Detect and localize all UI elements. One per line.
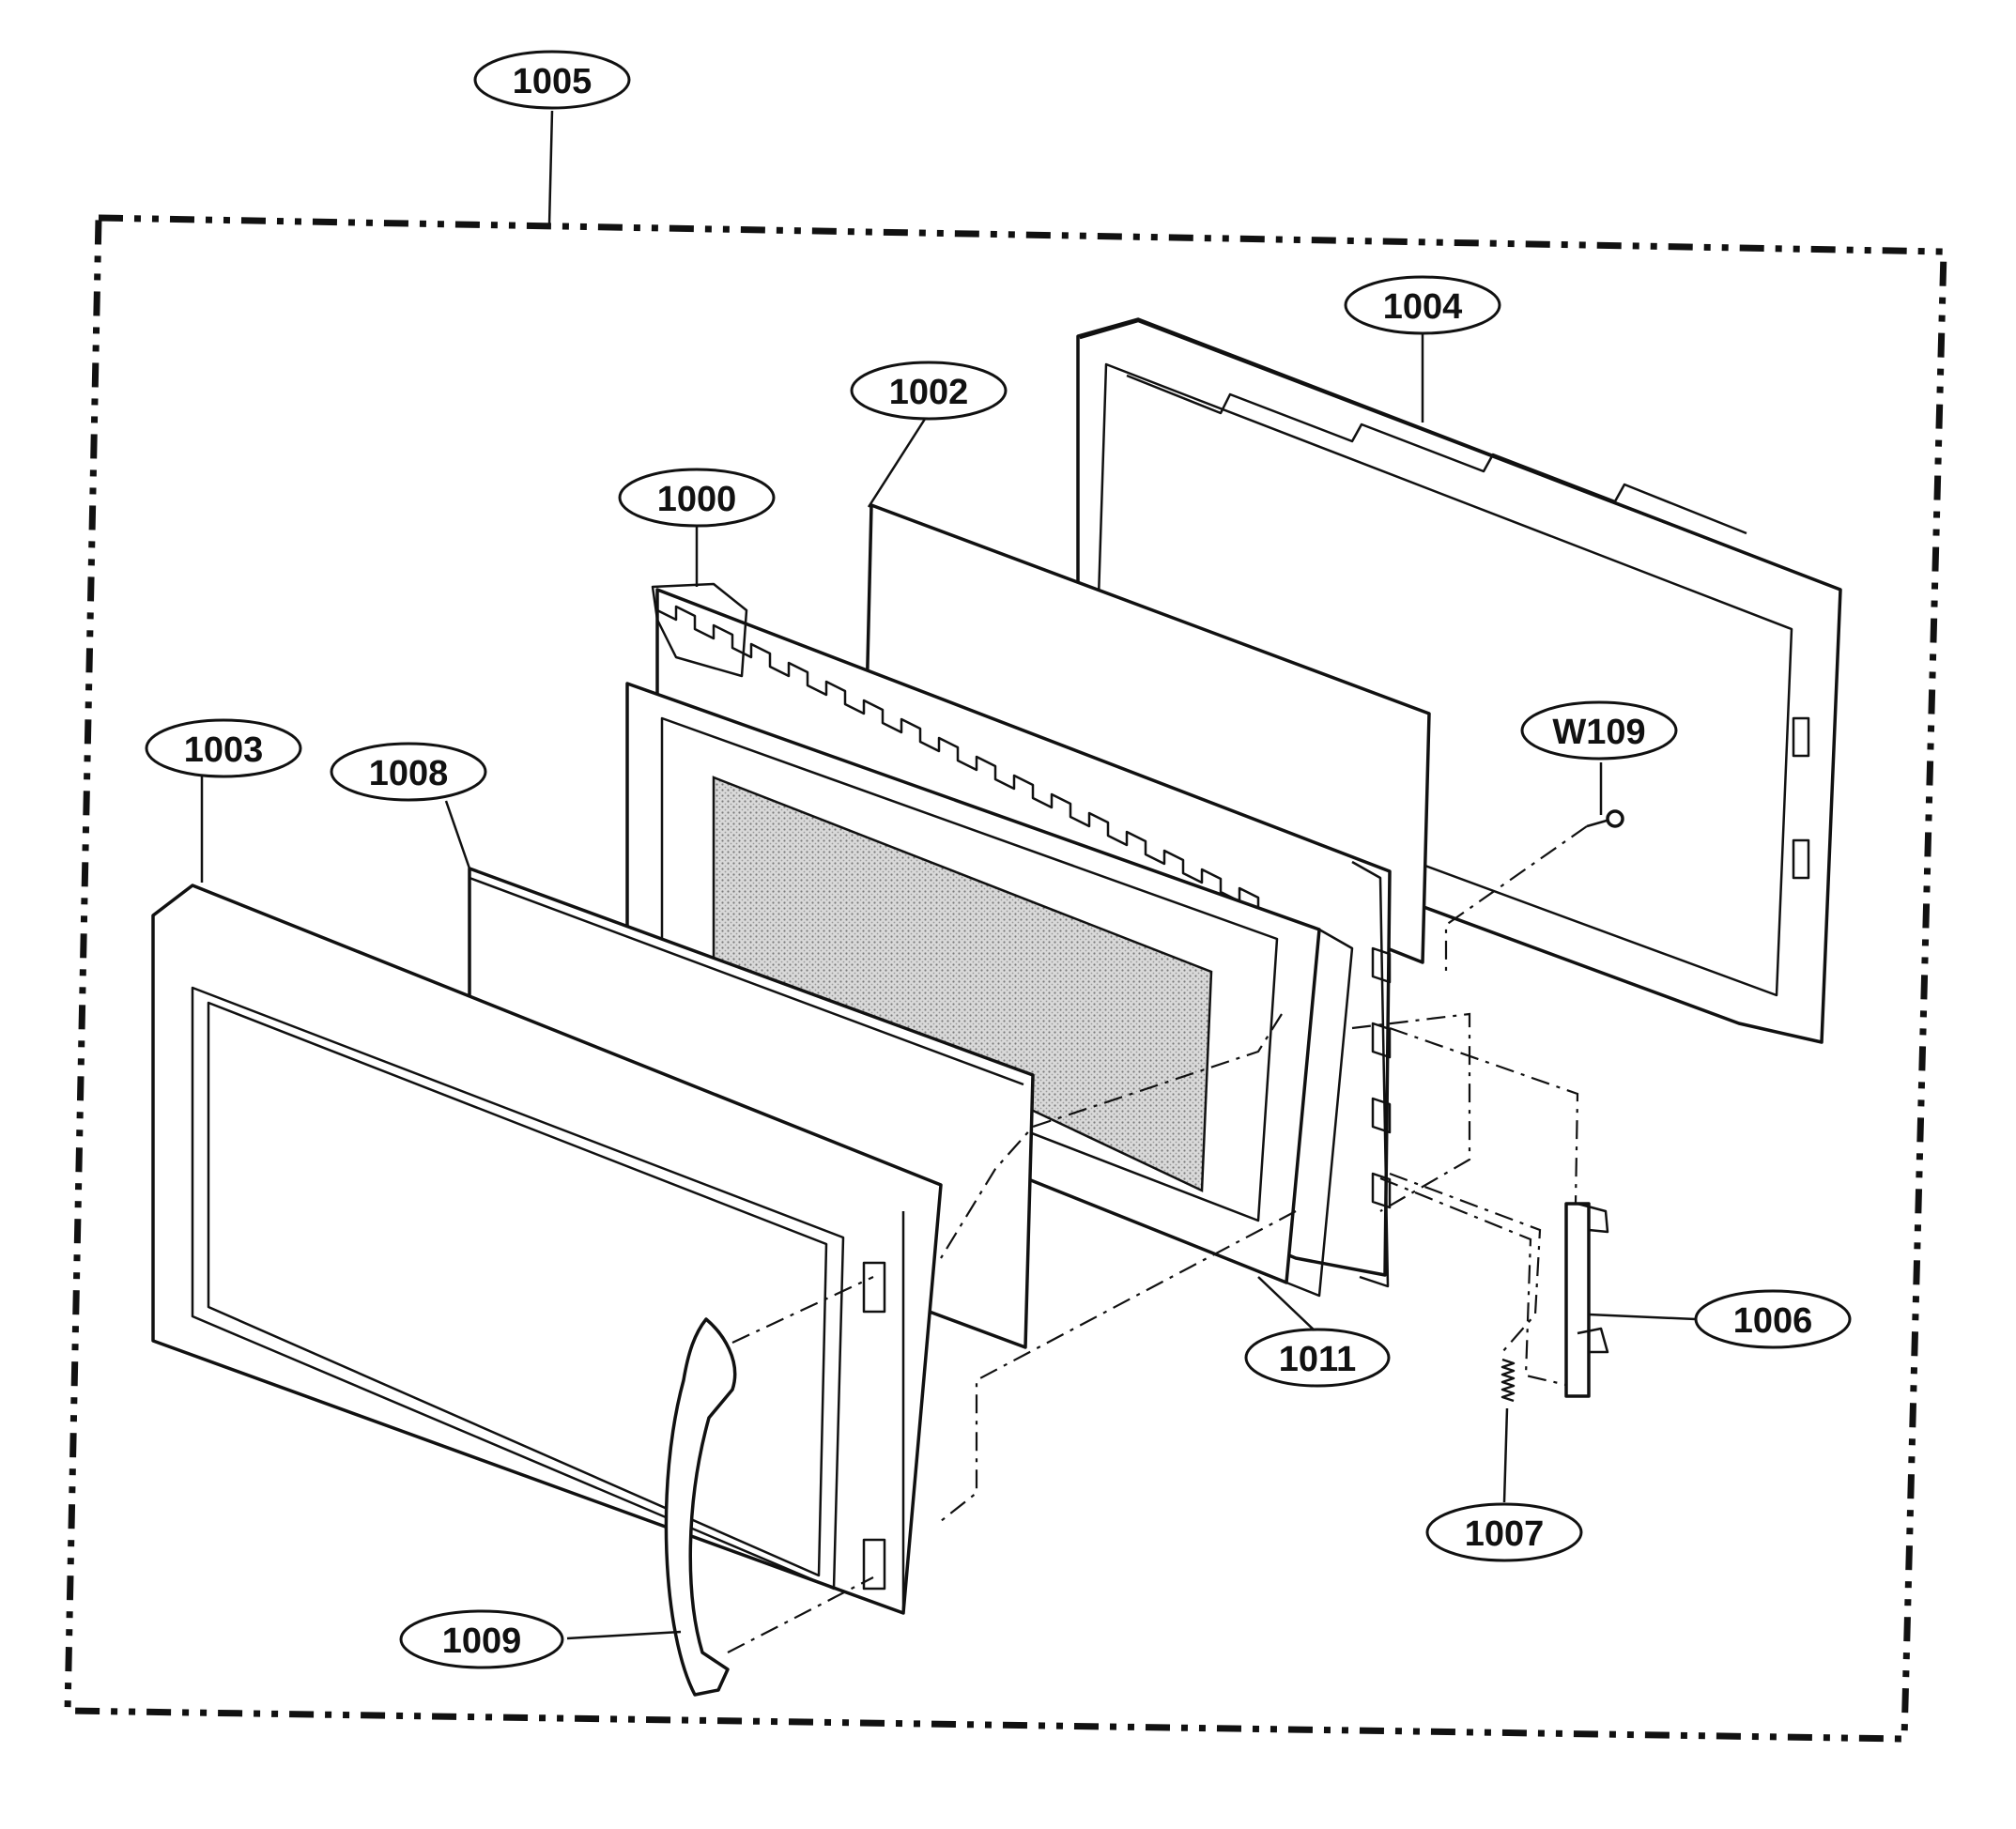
screw-part	[1586, 809, 1624, 828]
latch-spring-part	[1500, 1358, 1516, 1403]
callout-w109-text: W109	[1552, 713, 1645, 752]
callout-1006-text: 1006	[1733, 1301, 1813, 1341]
callout-1007-text: 1007	[1465, 1514, 1545, 1554]
callout-1008: 1008	[330, 742, 487, 802]
callout-1007: 1007	[1425, 1502, 1583, 1562]
callout-1002-text: 1002	[889, 373, 969, 412]
callout-1000: 1000	[618, 468, 776, 528]
callout-1009: 1009	[399, 1609, 564, 1669]
callout-w109: W109	[1520, 700, 1678, 761]
perforated-mesh-area	[712, 776, 1213, 1192]
callout-1006: 1006	[1694, 1289, 1852, 1349]
callout-1005: 1005	[473, 50, 631, 110]
callout-1005-text: 1005	[513, 62, 592, 101]
screen-mesh-part	[625, 682, 1354, 1298]
callout-1004-text: 1004	[1383, 287, 1463, 327]
assembly-boundary	[64, 214, 1947, 1743]
latch-key-part	[1564, 1202, 1609, 1398]
callout-1003: 1003	[145, 718, 302, 778]
callout-1004: 1004	[1344, 275, 1501, 335]
callout-1009-text: 1009	[442, 1622, 522, 1661]
callout-1003-text: 1003	[184, 730, 264, 770]
leader-lines	[200, 110, 1697, 1640]
door-frame-part	[151, 884, 943, 1615]
callout-1000-text: 1000	[657, 480, 737, 519]
door-handle-part	[664, 1317, 737, 1697]
callout-1008-text: 1008	[369, 754, 449, 793]
callout-1011-text: 1011	[1279, 1340, 1356, 1379]
phantom-lines	[727, 825, 1588, 1653]
callout-1011: 1011	[1244, 1328, 1391, 1388]
callout-1002: 1002	[850, 361, 1008, 421]
